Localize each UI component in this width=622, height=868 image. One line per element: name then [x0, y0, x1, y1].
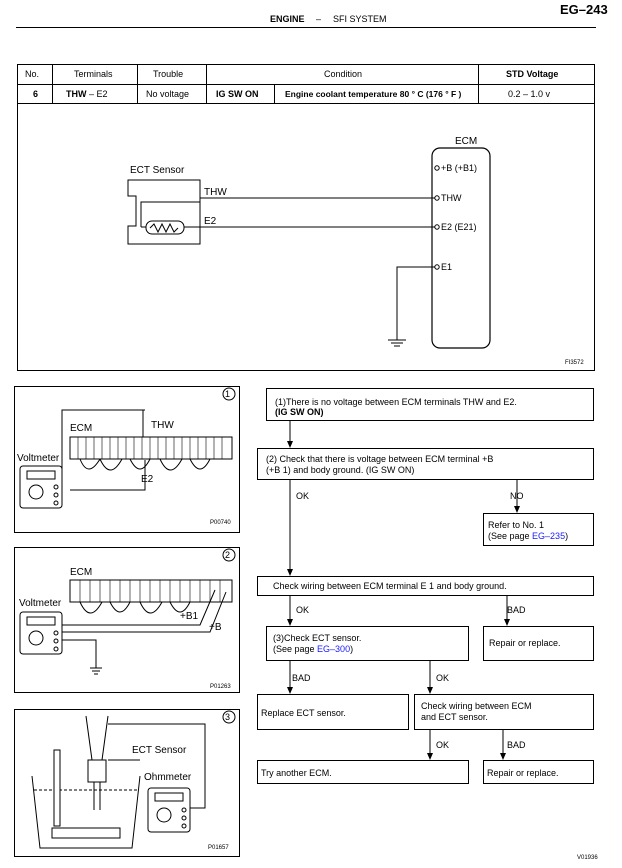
cell-no: 6 [33, 89, 39, 99]
flow-step3-line2: (See page EG–300) [273, 644, 354, 654]
circuit-figure-code: FI3572 [565, 360, 584, 366]
flow-try-ecm-box: Try another ECM. [257, 760, 469, 784]
wire-thw-label: THW [204, 187, 227, 198]
figure-3-sensor-label: ECT Sensor [132, 745, 187, 756]
flow-wiring-ect-line2: and ECT sensor. [421, 712, 488, 722]
cell-condition-switch: IG SW ON [216, 89, 259, 99]
flow-wiring-e1-text: Check wiring between ECM terminal E 1 an… [273, 581, 507, 591]
pin-e1-label: E1 [441, 262, 453, 272]
flow-bad-label-1: BAD [507, 605, 526, 615]
cell-condition-text: Engine coolant temperature 80 ° C (176 °… [285, 89, 462, 99]
figure-2-b1-label: +B1 [180, 611, 199, 622]
cell-terminals: THW – E2 [66, 89, 108, 99]
flow-replace-sensor-box: Replace ECT sensor. [257, 694, 409, 730]
flow-step1-line1: (1)There is no voltage between ECM termi… [275, 397, 517, 407]
ect-sensor-label: ECT Sensor [130, 165, 185, 176]
page-number: EG–243 [560, 2, 608, 17]
col-std-voltage: STD Voltage [506, 69, 559, 79]
flow-step2-line1: (2) Check that there is voltage between … [266, 454, 494, 464]
figure-1-number: 1 [225, 389, 231, 399]
flow-step2-box: (2) Check that there is voltage between … [257, 448, 594, 480]
flow-ok-label-4: OK [436, 740, 450, 750]
flow-repair-box-2: Repair or replace. [483, 760, 594, 784]
link-eg-300[interactable]: EG–300 [317, 644, 351, 654]
flow-step2-line2: (+B 1) and body ground. (IG SW ON) [266, 465, 415, 475]
wire-e2-label: E2 [204, 216, 217, 227]
flow-wiring-ect-line1: Check wiring between ECM [421, 701, 532, 711]
flow-step1-line2: (IG SW ON) [275, 407, 324, 417]
figure-2-ecm-label: ECM [70, 567, 93, 578]
col-condition: Condition [324, 69, 363, 79]
flow-wiring-e1-box: Check wiring between ECM terminal E 1 an… [257, 576, 594, 596]
cell-trouble: No voltage [146, 89, 190, 99]
figure-3-ohmmeter-label: Ohmmeter [144, 772, 192, 783]
flow-bad-label-2: BAD [292, 673, 311, 683]
pin-thw-label: THW [441, 193, 462, 203]
flow-refer-line2: (See page EG–235) [488, 531, 569, 541]
cell-std-voltage: 0.2 – 1.0 v [508, 89, 551, 99]
flow-repair-text-1: Repair or replace. [489, 638, 561, 648]
figure-1-e2-label: E2 [141, 474, 154, 485]
flow-bad-label-3: BAD [507, 740, 526, 750]
flow-ok-label-3: OK [436, 673, 450, 683]
col-no: No. [25, 69, 40, 79]
flow-step3-box: (3)Check ECT sensor. (See page EG–300) [266, 626, 469, 661]
col-trouble: Trouble [153, 69, 184, 79]
figure-2-voltmeter-label: Voltmeter [19, 598, 62, 609]
flow-repair-text-2: Repair or replace. [487, 768, 559, 778]
figure-2-code: P01263 [210, 684, 231, 690]
figure-3-number: 3 [225, 712, 231, 722]
pin-e2-label: E2 (E21) [441, 222, 477, 232]
flow-try-ecm-text: Try another ECM. [261, 768, 332, 778]
circuit-diagram [17, 104, 595, 371]
header-rule [16, 27, 596, 28]
flow-ok-label-1: OK [296, 491, 310, 501]
figure-1-voltmeter-label: Voltmeter [17, 453, 60, 464]
figure-2-number: 2 [225, 550, 231, 560]
header-subsection: SFI SYSTEM [333, 14, 387, 24]
figure-1-thw-label: THW [151, 420, 174, 431]
flow-wiring-ect-box: Check wiring between ECM and ECT sensor. [414, 694, 594, 730]
flow-ok-label-2: OK [296, 605, 310, 615]
footer-code: V01936 [577, 855, 598, 861]
flow-step3-line1: (3)Check ECT sensor. [273, 633, 362, 643]
col-terminals: Terminals [74, 69, 113, 79]
ecm-label: ECM [455, 136, 478, 147]
figure-1-code: P00740 [210, 520, 231, 526]
flow-repair-box-1: Repair or replace. [483, 626, 594, 661]
flow-step1-box: (1)There is no voltage between ECM termi… [266, 388, 594, 421]
header-dash: – [316, 14, 322, 24]
flow-refer-box: Refer to No. 1 (See page EG–235) [483, 513, 594, 546]
figure-3-code: P01657 [208, 845, 229, 851]
pin-b-label: +B (+B1) [441, 163, 478, 173]
flow-no-label: NO [510, 491, 524, 501]
flow-replace-sensor-text: Replace ECT sensor. [261, 708, 346, 718]
figure-2-b-label: +B [209, 622, 222, 633]
figure-1-ecm-label: ECM [70, 423, 93, 434]
flow-refer-line1: Refer to No. 1 [488, 520, 545, 530]
link-eg-235[interactable]: EG–235 [532, 531, 566, 541]
header-section: ENGINE [270, 14, 305, 24]
